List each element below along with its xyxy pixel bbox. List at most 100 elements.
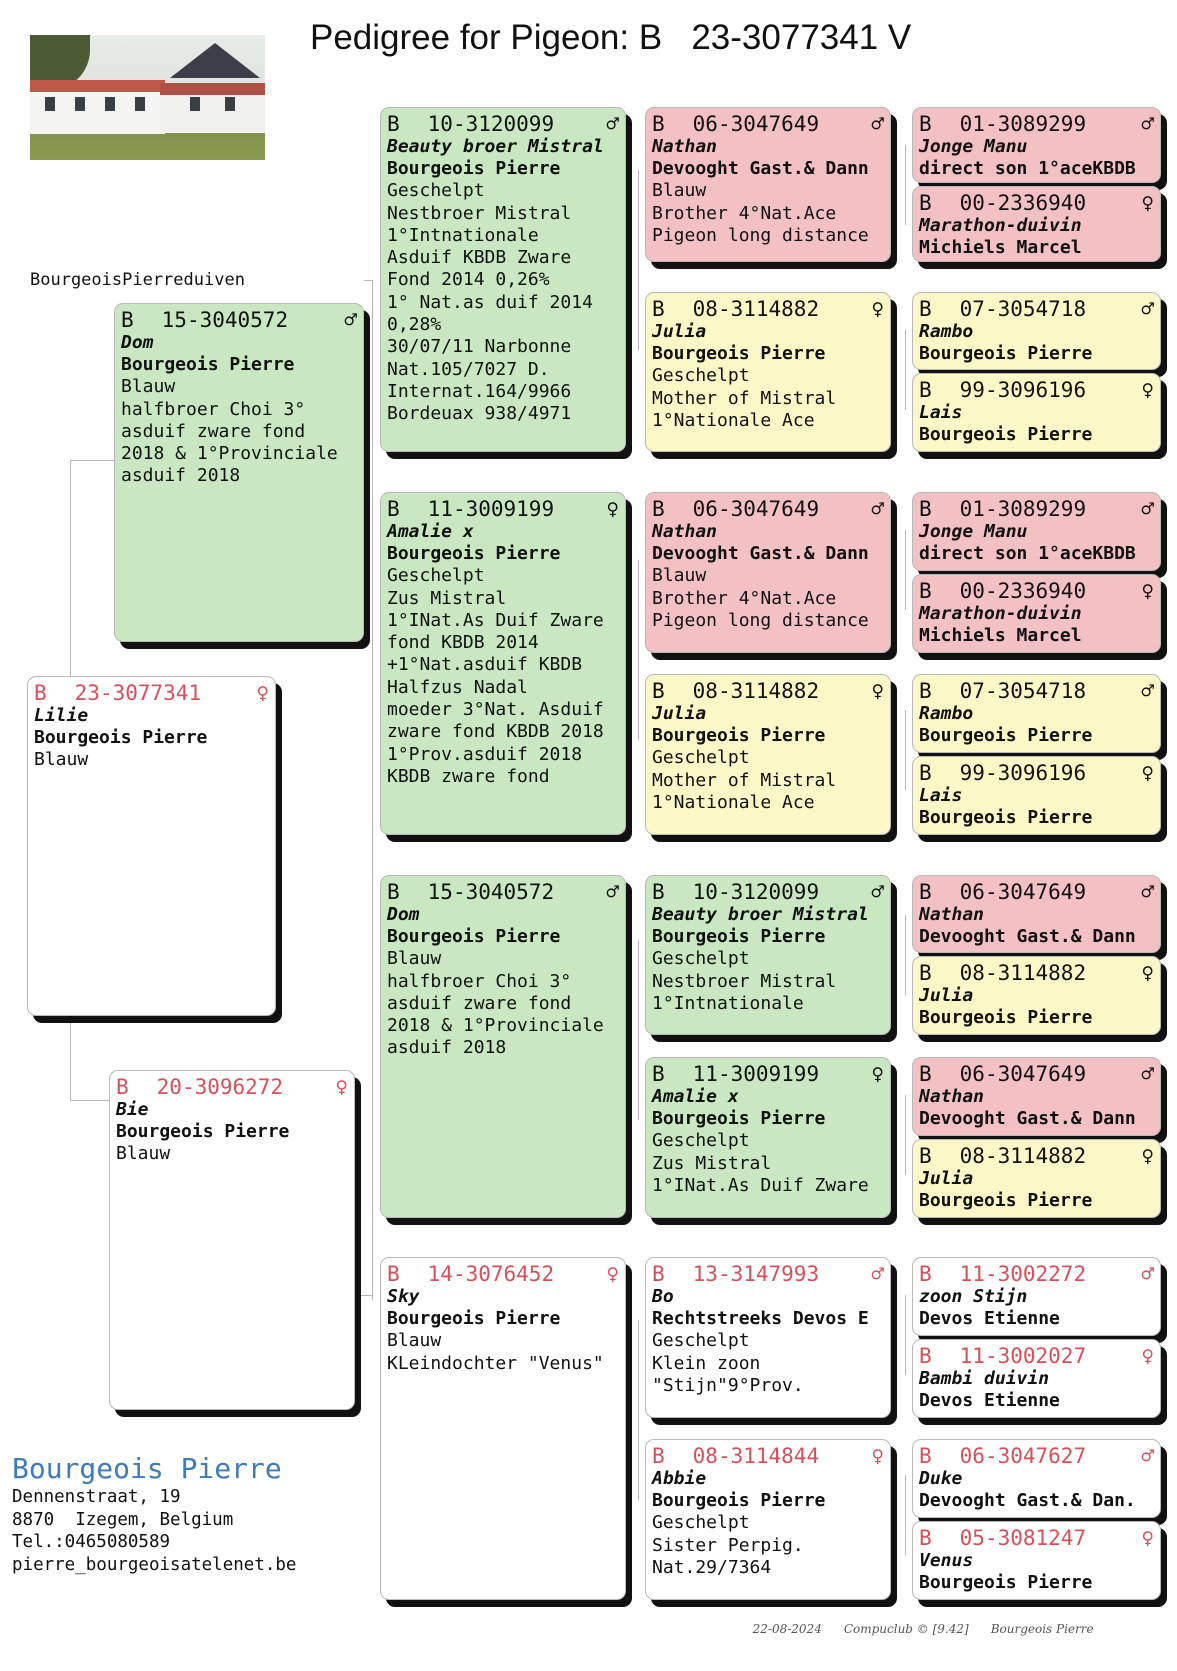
pigeon-info-line: 1° Nat.as duif 2014 [387, 291, 593, 313]
pigeon-name: Dom [387, 904, 420, 925]
sex-icon: ♂ [1141, 297, 1154, 321]
ring-number: 13-3147993 [692, 1262, 820, 1286]
country-code: B [652, 1262, 665, 1286]
pigeon-info-line: KBDB zware fond [387, 765, 550, 787]
page-title: Pedigree for Pigeon: B 23-3077341 V [310, 18, 912, 57]
pigeon-info-line: 2018 & 1°Provinciale [387, 1015, 604, 1037]
sex-icon: ♂ [1141, 1062, 1154, 1086]
pigeon-info-line: Sister Perpig. [652, 1534, 804, 1556]
country-code: B [919, 761, 932, 785]
pigeon-info-line: Zus Mistral [387, 587, 507, 609]
ring-number: 11-3002027 [959, 1344, 1087, 1368]
ring-number: 05-3081247 [959, 1526, 1087, 1550]
country-code: B [919, 579, 932, 603]
pigeon-info-line: Fond 2014 0,26% [387, 269, 550, 291]
pigeon-info-line: moeder 3°Nat. Asduif [387, 699, 604, 721]
connector-line [355, 1295, 372, 1296]
sex-icon: ♂ [1141, 880, 1154, 904]
print-date: 22-08-2024 [752, 1622, 822, 1636]
pigeon-info-line: 1°Nationale Ace [652, 409, 815, 431]
pigeon-name: Nathan [652, 521, 718, 542]
pigeon-info-line: Geschelpt [652, 365, 750, 387]
pigeon-name: Amalie x [652, 1086, 739, 1107]
pigeon-info-line: 0,28% [387, 314, 442, 336]
country-code: B [919, 961, 932, 985]
sex-icon: ♂ [871, 112, 884, 136]
sex-icon: ♂ [1141, 679, 1154, 703]
pigeon-info-line: asduif zware fond [387, 992, 572, 1014]
breeder-name: Bourgeois Pierre [919, 424, 1093, 445]
pigeon-info-line: Geschelpt [652, 1130, 750, 1152]
ring-number: 08-3114882 [692, 679, 820, 703]
country-code: B [919, 497, 932, 521]
sex-icon: ♀ [871, 679, 884, 703]
connector-line [905, 1475, 906, 1555]
pigeon-name: Rambo [919, 321, 974, 342]
connector-line [905, 530, 906, 610]
pigeon-info-line: Mother of Mistral [652, 387, 837, 409]
pigeon-info-line: Pigeon long distance [652, 224, 869, 246]
country-code: B [919, 1526, 932, 1550]
sex-icon: ♀ [871, 297, 884, 321]
sex-icon: ♂ [871, 497, 884, 521]
pigeon-info-line: Blauw [387, 948, 442, 970]
sex-icon: ♂ [606, 112, 619, 136]
country-code: B [387, 880, 400, 904]
owner-name: Bourgeois Pierre [12, 1452, 282, 1485]
breeder-name: Devos Etienne [919, 1308, 1060, 1329]
address-street: Dennenstraat, 19 [12, 1487, 181, 1507]
pigeon-info-line: 1°Nationale Ace [652, 791, 815, 813]
breeder-name: direct son 1°aceKBDB [919, 158, 1136, 179]
sex-icon: ♂ [1141, 1262, 1154, 1286]
country-code: B [652, 1062, 665, 1086]
breeder-name: Bourgeois Pierre [652, 725, 826, 746]
connector-line [364, 280, 372, 281]
pigeon-info-line: Blauw [116, 1143, 171, 1165]
ring-number: 07-3054718 [959, 679, 1087, 703]
pigeon-name: Nathan [919, 1086, 985, 1107]
pigeon-info-line: Nat.29/7364 [652, 1556, 772, 1578]
ring-number: 08-3114882 [692, 297, 820, 321]
pigeon-info-line: Blauw [652, 565, 707, 587]
pigeon-info-line: 2018 & 1°Provinciale [121, 443, 338, 465]
pigeon-info-line: Nat.105/7027 D. [387, 358, 550, 380]
software-credit: Compuclub © [9.42] [843, 1622, 969, 1636]
sex-icon: ♀ [1141, 761, 1154, 785]
